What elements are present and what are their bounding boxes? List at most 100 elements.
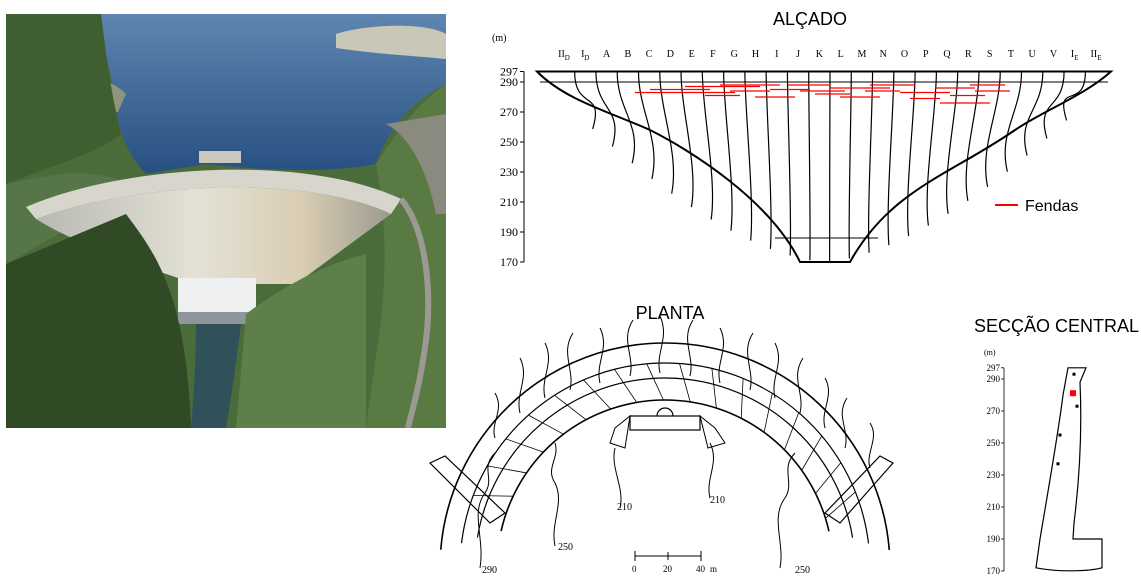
arch-joint: [646, 363, 664, 401]
block-label: N: [880, 49, 887, 60]
block-label: D: [667, 49, 674, 60]
block-label: P: [923, 49, 929, 60]
contour-line: [718, 327, 724, 384]
block-label: C: [646, 49, 653, 60]
arch-joint: [784, 412, 800, 450]
joint-line: [887, 71, 895, 246]
dam-aerial-photo: [6, 14, 446, 428]
contour-line: [493, 392, 500, 439]
block-label: U: [1029, 49, 1037, 60]
elevation-unit: (m): [492, 33, 506, 44]
joint-line: [907, 71, 916, 237]
section-tick-label: 290: [987, 374, 1001, 384]
right-pier: [699, 414, 726, 449]
joint-line: [659, 71, 675, 194]
section-profile: [1035, 367, 1103, 572]
joint-line: [868, 71, 874, 253]
joint-line: [1024, 71, 1044, 156]
block-label: IE: [1071, 49, 1079, 62]
instrument-point: [1075, 404, 1079, 408]
elevation-tick-label: 290: [500, 75, 518, 89]
arch-joint: [505, 438, 544, 453]
joint-line: [765, 71, 772, 249]
contour-line: [841, 397, 848, 449]
scale-label: 0: [632, 564, 637, 574]
contour-line: [777, 452, 796, 569]
arch-joint: [528, 414, 564, 435]
block-label: S: [987, 49, 993, 60]
elevation-tick-label: 170: [500, 255, 518, 269]
contour-line: [550, 442, 559, 547]
arch-joint: [679, 363, 691, 403]
contour-label: 250: [558, 542, 573, 553]
arch-ring: [460, 362, 870, 544]
contour-line: [518, 357, 524, 414]
elevation-title: ALÇADO: [773, 9, 847, 29]
contour-labels: 290 250 210 210 250: [482, 495, 810, 576]
joint-line: [1004, 71, 1023, 172]
block-label: E: [689, 49, 695, 60]
contour-line: [543, 342, 549, 399]
scale-label: 40: [696, 564, 706, 574]
block-label: I: [775, 49, 778, 60]
arch-ring: [439, 342, 891, 551]
spillway-crest: [656, 407, 674, 417]
block-label: J: [796, 49, 800, 60]
contour-label: 210: [617, 502, 632, 513]
contour-label: 210: [710, 495, 725, 506]
joint-line: [616, 71, 636, 164]
contour-line: [658, 315, 664, 374]
elevation-tick-label: 297: [500, 65, 518, 79]
contour-line: [687, 319, 694, 377]
arch-joint: [583, 379, 611, 410]
section-title: SECÇÃO CENTRAL: [974, 315, 1139, 336]
block-label: IID: [558, 49, 570, 62]
plan-drawing: PLANTA 290 250 210 210 250 0 20 40 m: [428, 303, 894, 576]
right-abutment: [824, 455, 894, 524]
joint-line: [786, 71, 792, 256]
block-joints: [574, 71, 1086, 262]
contour-line: [823, 377, 830, 429]
instrument-point: [1056, 462, 1060, 466]
terrain-contours: [477, 315, 875, 569]
block-label: G: [731, 49, 738, 60]
arch-joint: [763, 393, 773, 433]
block-label: V: [1050, 49, 1058, 60]
legend-label: Fendas: [1025, 198, 1078, 215]
dam-profile-outline: [534, 70, 1114, 263]
contour-line: [797, 357, 804, 414]
contour-line: [613, 447, 622, 509]
contour-line: [598, 327, 604, 384]
arch-joint: [614, 369, 638, 403]
dam-arch: [428, 342, 894, 551]
arch-joint: [487, 465, 527, 474]
arch-joint: [711, 368, 717, 409]
joint-line: [701, 71, 714, 220]
block-label: L: [838, 49, 844, 60]
block-label: Q: [943, 49, 951, 60]
elevation-tick-label: 210: [500, 195, 518, 209]
contour-line: [773, 342, 779, 399]
joint-line: [637, 71, 655, 180]
joint-line: [808, 71, 811, 261]
block-label: T: [1008, 49, 1014, 60]
arch-ring: [500, 399, 830, 532]
block-label: K: [816, 49, 824, 60]
joint-line: [848, 71, 852, 259]
section-tick-label: 270: [987, 406, 1001, 416]
arch-ring: [476, 377, 854, 538]
block-label: ID: [581, 49, 589, 62]
arch-joint: [740, 378, 744, 419]
contour-line: [477, 452, 496, 569]
contour-label: 250: [795, 565, 810, 576]
block-label: A: [603, 49, 611, 60]
block-label: R: [965, 49, 972, 60]
contour-line: [708, 442, 714, 499]
instrument-point: [1058, 433, 1062, 437]
elevation-tick-label: 270: [500, 105, 518, 119]
spillway-block: [629, 415, 701, 431]
arch-joint: [473, 495, 514, 497]
joint-line: [595, 71, 616, 147]
